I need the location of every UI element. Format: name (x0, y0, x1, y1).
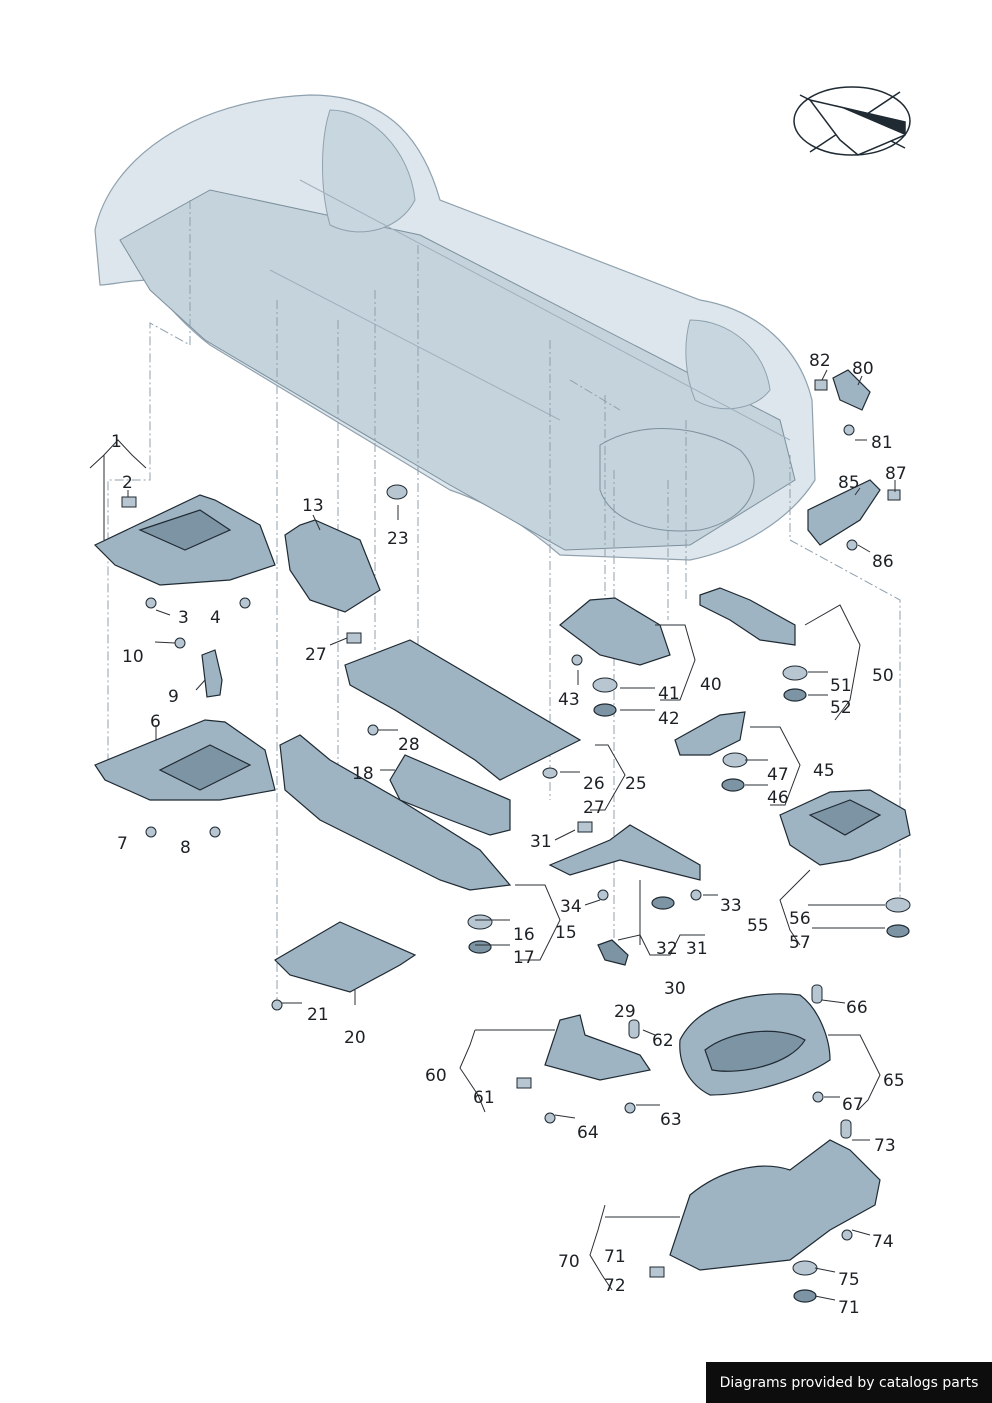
label-34: 34 (560, 897, 582, 917)
label-70: 70 (558, 1252, 580, 1272)
label-33: 33 (720, 896, 742, 916)
label-18: 18 (352, 764, 374, 784)
label-9: 9 (168, 687, 179, 707)
label-30: 30 (664, 979, 686, 999)
part-1-front-underbody-guard (93, 494, 276, 586)
label-60: 60 (425, 1066, 447, 1086)
part-25-center-panel (344, 639, 582, 781)
label-64: 64 (577, 1123, 599, 1143)
label-27-b: 27 (583, 798, 605, 818)
label-71-b: 71 (838, 1298, 860, 1318)
label-17: 17 (513, 948, 535, 968)
part-13-heat-shield (284, 519, 381, 613)
label-40: 40 (700, 675, 722, 695)
label-86: 86 (872, 552, 894, 572)
label-7: 7 (117, 834, 128, 854)
part-65-wheelhouse-liner (679, 993, 831, 1096)
label-56: 56 (789, 909, 811, 929)
credit-text: Diagrams provided by catalogs parts (719, 1374, 979, 1391)
label-25: 25 (625, 774, 647, 794)
label-82: 82 (809, 351, 831, 371)
label-55: 55 (747, 916, 769, 936)
label-4: 4 (210, 608, 221, 628)
part-9-bracket (201, 649, 223, 698)
part-30-panel (548, 824, 701, 881)
label-27-a: 27 (305, 645, 327, 665)
label-74: 74 (872, 1232, 894, 1252)
label-73: 73 (874, 1136, 896, 1156)
label-20: 20 (344, 1028, 366, 1048)
label-6: 6 (150, 712, 161, 732)
leader-lines (89, 369, 896, 1301)
label-65: 65 (883, 1071, 905, 1091)
orientation-icon (793, 86, 911, 156)
label-87: 87 (885, 464, 907, 484)
label-31-b: 31 (686, 939, 708, 959)
car-body-underside (94, 94, 816, 561)
part-29-clip (597, 939, 629, 966)
part-85-panel (807, 479, 881, 546)
label-42: 42 (658, 709, 680, 729)
part-23-grommet (386, 484, 408, 500)
label-46: 46 (767, 788, 789, 808)
label-47: 47 (767, 765, 789, 785)
label-8: 8 (180, 838, 191, 858)
label-63: 63 (660, 1110, 682, 1130)
callout-labels: 1 2 3 4 6 7 8 9 10 13 15 16 17 18 20 21 … (111, 351, 907, 1318)
part-50-strip (699, 587, 796, 646)
label-29: 29 (614, 1002, 636, 1022)
part-80-bracket (832, 369, 871, 411)
part-20-plate (274, 921, 417, 993)
label-26: 26 (583, 774, 605, 794)
credit-banner: Diagrams provided by catalogs parts (706, 1362, 992, 1403)
label-28: 28 (398, 735, 420, 755)
label-50: 50 (872, 666, 894, 686)
part-40-bracket (559, 597, 671, 666)
part-70-rear-liner (669, 1139, 881, 1271)
label-1: 1 (111, 432, 122, 452)
label-66: 66 (846, 998, 868, 1018)
label-2: 2 (122, 473, 133, 493)
label-62: 62 (652, 1031, 674, 1051)
label-15: 15 (555, 923, 577, 943)
label-75: 75 (838, 1270, 860, 1290)
part-18-tunnel-panel (389, 754, 511, 836)
part-15-side-guard (279, 734, 512, 891)
label-80: 80 (852, 359, 874, 379)
label-16: 16 (513, 925, 535, 945)
label-10: 10 (122, 647, 144, 667)
part-55-rear-guard (779, 789, 911, 866)
label-72: 72 (604, 1276, 626, 1296)
label-57: 57 (789, 933, 811, 953)
label-81: 81 (871, 433, 893, 453)
label-31-a: 31 (530, 832, 552, 852)
label-51: 51 (830, 676, 852, 696)
label-13: 13 (302, 496, 324, 516)
label-52: 52 (830, 698, 852, 718)
part-60-bracket (544, 1014, 651, 1081)
label-67: 67 (842, 1095, 864, 1115)
part-6-lower-guard (94, 719, 276, 801)
fasteners (121, 379, 911, 1303)
label-3: 3 (178, 608, 189, 628)
label-41: 41 (658, 684, 680, 704)
label-32: 32 (656, 939, 678, 959)
label-71-a: 71 (604, 1247, 626, 1267)
part-45-cover (674, 711, 746, 756)
assembly-lines (107, 200, 901, 1000)
label-43: 43 (558, 690, 580, 710)
label-23: 23 (387, 529, 409, 549)
label-85: 85 (838, 473, 860, 493)
label-21: 21 (307, 1005, 329, 1025)
label-61: 61 (473, 1088, 495, 1108)
label-45: 45 (813, 761, 835, 781)
